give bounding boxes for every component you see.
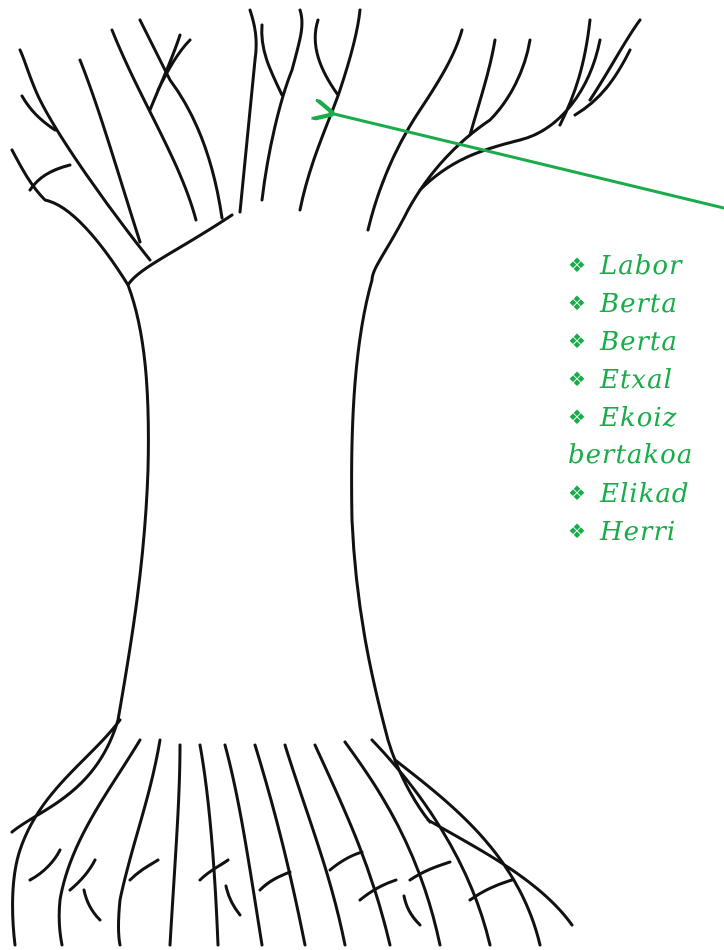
diamond-bullet-icon: ❖ <box>568 246 588 284</box>
branch-right-outer <box>420 40 600 190</box>
annotation-line: ❖ Herri <box>568 512 724 550</box>
rootlet-f <box>330 852 362 870</box>
pointer-arrow <box>330 113 724 208</box>
rootlet-b <box>70 860 95 890</box>
twig-center-right <box>315 20 338 95</box>
diamond-bullet-icon: ❖ <box>568 322 588 360</box>
annotation-text: Herri <box>600 517 676 547</box>
trunk-right-edge <box>352 210 430 822</box>
annotation-line: ❖ Elikad <box>568 474 724 512</box>
twig-right-outer-c <box>590 20 640 100</box>
annotation-text: Ekoiz <box>600 403 677 433</box>
twig-center <box>262 25 282 95</box>
annotation-line: ❖ Berta <box>568 284 724 322</box>
rootlet-k <box>226 886 240 915</box>
branch-left-outer <box>80 60 140 242</box>
rootlet-e <box>260 872 290 890</box>
annotation-text: Berta <box>600 327 678 357</box>
tree-drawing <box>12 10 640 945</box>
trunk-left-edge <box>12 215 232 832</box>
annotation-line: ❖ Etxal <box>568 360 724 398</box>
root-8 <box>285 745 345 945</box>
rootlet-l <box>404 896 420 925</box>
annotation-line: ❖ Labor <box>568 246 724 284</box>
annotation-text: Elikad <box>600 479 690 509</box>
root-5 <box>200 745 218 945</box>
annotation-line: ❖ Berta <box>568 322 724 360</box>
annotation-text: Etxal <box>600 365 673 395</box>
root-3 <box>119 740 161 945</box>
annotation-text: bertakoa <box>568 440 693 470</box>
branch-center-left <box>240 10 256 212</box>
rootlet-c <box>130 860 158 880</box>
branch-far-left <box>12 150 128 285</box>
root-13 <box>428 820 572 925</box>
annotation-text: Labor <box>600 251 683 281</box>
root-7 <box>255 745 305 945</box>
branch-center-right <box>300 10 360 210</box>
annotation-line: ❖ Ekoiz <box>568 398 724 436</box>
root-6 <box>225 745 262 945</box>
twig-far-left-a <box>22 96 55 130</box>
annotation-text: Berta <box>600 289 678 319</box>
diamond-bullet-icon: ❖ <box>568 398 588 436</box>
annotation-list: ❖ Labor ❖ Berta ❖ Berta ❖ Etxal ❖ Ekoiz bertakoa ❖ E… <box>568 246 724 550</box>
root-4 <box>170 745 180 945</box>
twig-far-left-b <box>30 165 70 190</box>
annotation-line: bertakoa <box>568 436 724 474</box>
rootlet-a <box>30 850 60 880</box>
diamond-bullet-icon: ❖ <box>568 360 588 398</box>
root-12 <box>395 760 540 945</box>
root-9 <box>315 745 390 945</box>
diamond-bullet-icon: ❖ <box>568 284 588 322</box>
branch-center-left-b <box>262 10 302 200</box>
diamond-bullet-icon: ❖ <box>568 474 588 512</box>
diamond-bullet-icon: ❖ <box>568 512 588 550</box>
rootlet-i <box>470 880 512 900</box>
rootlet-j <box>84 890 100 920</box>
